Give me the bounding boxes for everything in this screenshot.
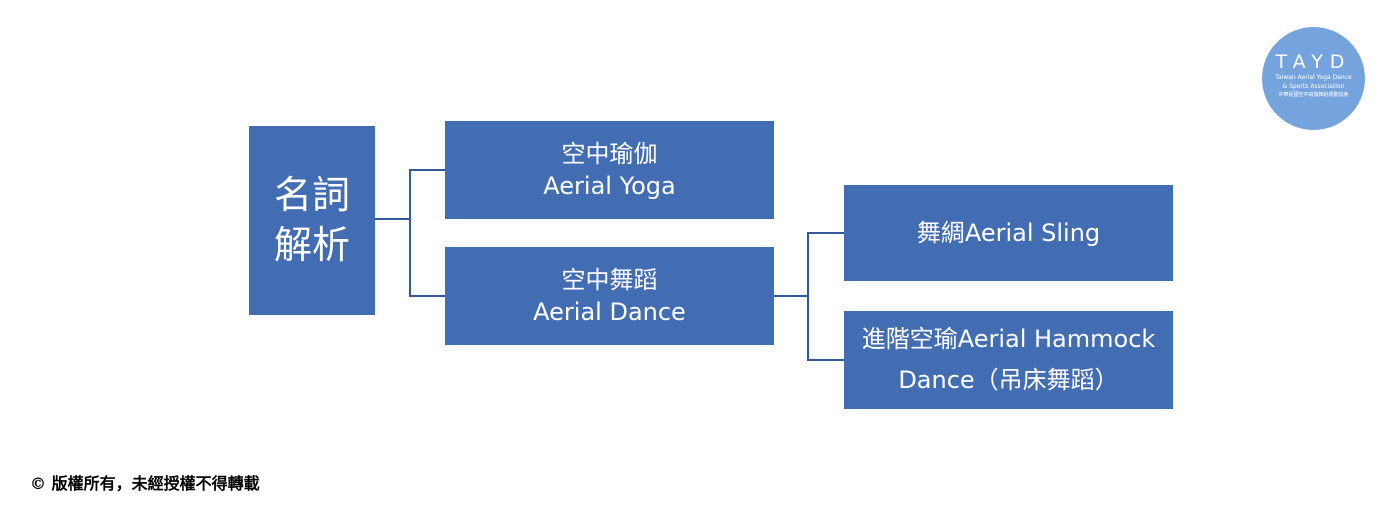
connector (807, 232, 844, 234)
connector (807, 359, 844, 361)
node-aerial-yoga: 空中瑜伽 Aerial Yoga (445, 121, 774, 219)
root-node: 名詞 解析 (249, 126, 375, 315)
root-label: 解析 (273, 222, 350, 267)
connector (774, 295, 809, 297)
node-aerial-hammock-dance: 進階空瑜Aerial Hammock Dance（吊床舞蹈） (844, 311, 1173, 409)
connector (409, 169, 445, 171)
node-label: 進階空瑜Aerial Hammock (861, 325, 1156, 354)
connector (375, 218, 411, 220)
root-label: 名詞 (273, 173, 350, 218)
node-aerial-sling: 舞綢Aerial Sling (844, 185, 1173, 281)
logo-subtitle: & Sports Association (1282, 83, 1345, 90)
logo-subtitle: 中華民國空中瑜伽舞蹈運動協會 (1278, 92, 1349, 98)
node-label: 空中舞蹈 (561, 265, 658, 294)
node-label: Dance（吊床舞蹈） (898, 366, 1119, 394)
node-label: Aerial Yoga (543, 172, 676, 200)
connector (807, 232, 809, 361)
logo-title: TAYD (1275, 51, 1352, 73)
node-label: 空中瑜伽 (561, 139, 658, 168)
connector (409, 295, 445, 297)
node-aerial-dance: 空中舞蹈 Aerial Dance (445, 247, 774, 345)
connector (409, 169, 411, 297)
logo-subtitle: Taiwan Aerial Yoga Dance (1275, 74, 1352, 81)
node-label: 舞綢Aerial Sling (916, 218, 1101, 247)
tayd-logo: TAYD Taiwan Aerial Yoga Dance & Sports A… (1262, 27, 1365, 130)
copyright-notice: © 版權所有，未經授權不得轉載 (30, 474, 260, 493)
node-label: Aerial Dance (533, 298, 686, 326)
